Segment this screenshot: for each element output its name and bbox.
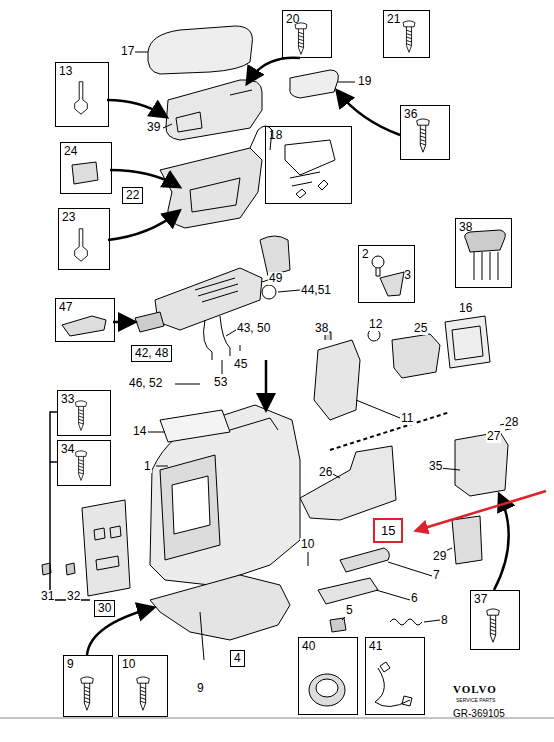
callout-number: 30 (95, 601, 114, 616)
brand-mark: VOLVO (452, 683, 498, 696)
callout-number: 18 (266, 127, 351, 144)
inset-frame: 9 (63, 655, 113, 717)
callout-number: 35 (428, 460, 443, 473)
callout-box: 42, 48 (131, 345, 172, 362)
inset-frame: 18 (265, 126, 352, 204)
callout-number: 26 (318, 466, 333, 479)
inset-frame: 10 (118, 655, 168, 717)
callout-number: 10 (300, 538, 315, 551)
inset-frame: 40 (298, 637, 358, 715)
callout-number: 11 (400, 412, 414, 425)
callout-number: 12 (368, 318, 383, 331)
callout-number: 40 (299, 638, 357, 655)
callout-box: 4 (230, 650, 245, 667)
callout-number: 31 (40, 590, 55, 603)
inset-frame: 13 (55, 62, 109, 127)
callout-box: 15 (373, 518, 403, 543)
callout-number: 16 (458, 302, 473, 315)
callout-number: 5 (345, 604, 354, 617)
callout-number: 15 (375, 520, 401, 541)
inset-frame: 38 (455, 218, 512, 288)
callout-number: 14 (132, 425, 147, 438)
callout-number: 33 (58, 391, 110, 408)
inset-frame: 47 (55, 298, 115, 342)
callout-number: 42, 48 (132, 346, 171, 361)
callout-number: 21 (384, 11, 429, 28)
callout-number: 2 (359, 246, 414, 263)
callout-number: 22 (123, 188, 142, 203)
callout-number: 36 (401, 106, 449, 123)
inset-frame: 36 (400, 105, 450, 160)
callout-number: 37 (471, 591, 519, 608)
callout-number: 9 (196, 682, 205, 695)
callout-number: 29 (432, 550, 447, 563)
callout-number: 17 (120, 45, 135, 58)
inset-frame: 23 (58, 208, 110, 270)
inset-frame: 33 (57, 390, 111, 436)
inset-frame: 20 (282, 10, 332, 58)
callout-number: 9 (64, 656, 112, 673)
callout-number: 25 (413, 322, 428, 335)
callout-box: 30 (94, 600, 115, 617)
callout-number: 47 (56, 299, 114, 316)
callout-number: 28 (504, 416, 519, 429)
callout-number: 44,51 (300, 284, 332, 297)
callout-number: 24 (61, 143, 111, 160)
callout-number: 10 (119, 656, 167, 673)
callout-number: 3 (359, 267, 414, 284)
callout-number: 39 (146, 121, 161, 134)
callout-number: 7 (432, 569, 441, 582)
callout-number: 45 (233, 358, 248, 371)
callout-number: 34 (58, 441, 110, 458)
callout-number: 4 (231, 651, 244, 666)
callout-number: 19 (357, 75, 372, 88)
callout-number: 13 (56, 63, 108, 80)
inset-frame: 41 (365, 637, 425, 715)
callout-number: 8 (440, 614, 449, 627)
inset-frame: 24 (60, 142, 112, 194)
callout-number: 32 (66, 590, 81, 603)
callout-number: 41 (366, 638, 424, 655)
inset-frame: 23 (358, 245, 415, 303)
callout-number: 1 (143, 460, 152, 473)
callout-number: 43, 50 (236, 322, 271, 335)
callout-number: 49 (268, 272, 283, 285)
callout-number: 23 (59, 209, 109, 226)
callout-number: 46, 52 (128, 377, 163, 390)
callout-number: 27 (486, 430, 501, 443)
inset-frame: 34 (57, 440, 111, 486)
inset-frame: 37 (470, 590, 520, 650)
callout-number: 38 (456, 219, 511, 236)
brand-mark: GR-369105 (452, 707, 506, 720)
callout-number: 6 (410, 592, 419, 605)
callout-number: 38 (314, 322, 329, 335)
callout-number: 53 (213, 376, 228, 389)
brand-mark: SERVICE PARTS (455, 697, 496, 703)
callout-number: 20 (283, 11, 331, 28)
inset-frame: 21 (383, 10, 430, 58)
callout-box: 22 (122, 187, 143, 204)
